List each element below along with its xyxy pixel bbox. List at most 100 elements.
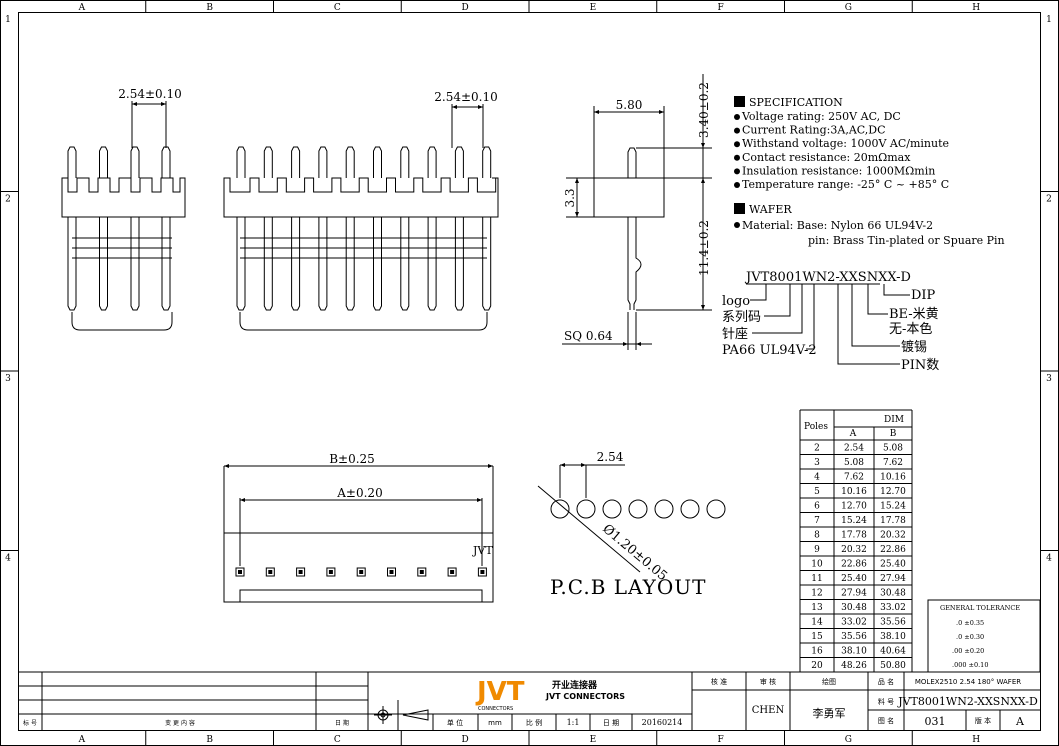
general-tolerance: GENERAL TOLERANCE .0 ±0.35 .0 ±0.30 .00 … [927, 599, 1041, 673]
pitch-dimension-large: 2.54±0.10 [434, 90, 498, 104]
column-marker-B: B [206, 735, 213, 745]
table-cell-a: 25.40 [841, 574, 867, 584]
table-cell-poles: 5 [814, 487, 820, 497]
approve-label: 核 准 [711, 677, 727, 686]
company-name-cn: 开业连接器 [552, 679, 598, 691]
pin [345, 146, 355, 311]
bullet-icon [734, 141, 740, 148]
legend-dip: DIP [911, 288, 936, 303]
pcb-title: P.C.B LAYOUT [550, 575, 706, 599]
name-value: MOLEX2510 2.54 180° WAFER [915, 678, 1021, 686]
table-cell-poles: 13 [811, 603, 823, 613]
column-marker-H: H [972, 3, 980, 13]
bullet-icon [734, 114, 740, 120]
pin [67, 146, 77, 311]
table-cell-poles: 6 [814, 502, 820, 512]
column-marker-D: D [462, 3, 469, 13]
pin-square [477, 567, 487, 577]
company-name-en: JVT CONNECTORS [545, 692, 625, 701]
pin-square [265, 567, 275, 577]
row-marker-3: 3 [5, 374, 11, 384]
spec-item: Insulation resistance: 1000MΩmin [742, 164, 935, 177]
pin-dot [298, 570, 303, 574]
column-marker-A: A [78, 735, 86, 745]
pin-square [356, 567, 366, 577]
drafter-name: 李勇军 [813, 706, 846, 720]
part-code: JVT8001WN2-XXSNXX-D [744, 270, 911, 285]
table-cell-b: 17.78 [880, 516, 906, 526]
table-cell-b: 35.56 [880, 618, 906, 628]
table-cell-b: 27.94 [880, 574, 906, 584]
pitch-dimension: 2.54±0.10 [118, 87, 182, 101]
pin [454, 146, 464, 311]
table-cell-b: 25.40 [880, 560, 906, 570]
table-header-poles: Poles [804, 422, 828, 432]
row-marker-3: 3 [1046, 374, 1052, 384]
legend-series: 系列码 [722, 310, 761, 325]
pin [373, 146, 382, 311]
pcb-hole [628, 499, 648, 519]
table-cell-a: 7.62 [844, 473, 864, 483]
table-cell-a: 38.10 [841, 647, 867, 657]
table-cell-b: 30.48 [880, 589, 906, 599]
row-marker-4: 4 [1046, 553, 1052, 563]
scale-label: 比 例 [526, 718, 542, 727]
checker-name: CHEN [752, 705, 785, 716]
dwg-label: 图 名 [878, 716, 894, 725]
bullet-icon [734, 127, 740, 134]
pcb-hole [550, 499, 570, 519]
front-view-12pin: 2.54±0.10 [223, 90, 499, 331]
pin-square [235, 567, 245, 577]
dwg-value: 031 [925, 715, 946, 728]
table-cell-b: 20.32 [880, 531, 906, 541]
tolerance-row-2: .0 ±0.30 [956, 633, 984, 641]
table-cell-poles: 12 [811, 589, 822, 599]
brand-mark: JVT [472, 544, 493, 557]
table-cell-b: 33.02 [880, 603, 906, 613]
bottom-height-dimension: 11.4±0.2 [697, 220, 711, 276]
pin [318, 146, 328, 311]
part-value: JVT8001WN2-XXSNXX-D [897, 695, 1038, 708]
row-marker-1: 1 [1046, 15, 1052, 25]
spec-item: Contact resistance: 20mΩmax [742, 151, 911, 164]
pin-dot [450, 570, 455, 574]
spec-marker-icon [734, 96, 745, 107]
table-header-a: A [849, 429, 857, 439]
pin [291, 146, 301, 311]
legend-pin-count: PIN数 [901, 358, 939, 373]
pcb-hole [576, 499, 596, 519]
bullet-icon [734, 168, 740, 175]
title-block: 标 号 变 更 内 容 日 期 单 位 mm 比 例 1:1 日 期 20160… [18, 671, 1040, 730]
pin-square [387, 567, 396, 577]
table-cell-poles: 16 [811, 647, 823, 657]
pin-square [326, 567, 336, 577]
table-cell-b: 12.70 [880, 487, 906, 497]
tolerance-row-1: .0 ±0.35 [956, 619, 984, 627]
pcb-layout: 2.54 Ø1.20±0.05 P.C.B LAYOUT [537, 450, 726, 599]
table-cell-poles: 8 [814, 531, 820, 541]
table-cell-b: 50.80 [880, 661, 906, 671]
tolerance-row-3: .00 ±0.20 [952, 647, 984, 655]
date-label: 日 期 [603, 719, 619, 727]
tolerance-heading: GENERAL TOLERANCE [940, 604, 1020, 612]
table-cell-poles: 7 [814, 516, 820, 526]
table-cell-a: 33.02 [841, 618, 867, 628]
rev-mark-label: 标 号 [23, 719, 37, 727]
wafer-heading: WAFER [749, 203, 792, 216]
legend-header: 针座 [722, 327, 748, 342]
column-marker-H: H [972, 735, 980, 745]
rev-date-label: 日 期 [335, 719, 349, 727]
draw-label: 绘图 [822, 677, 836, 686]
pin-square [296, 567, 306, 577]
company-logo: JVT [475, 677, 525, 707]
pin-dot [419, 570, 424, 574]
column-marker-D: D [462, 735, 469, 745]
table-cell-poles: 10 [811, 560, 823, 570]
table-cell-poles: 15 [811, 632, 823, 642]
front-view-4pin: 2.54±0.10 [61, 87, 186, 331]
table-cell-a: 2.54 [844, 444, 864, 454]
